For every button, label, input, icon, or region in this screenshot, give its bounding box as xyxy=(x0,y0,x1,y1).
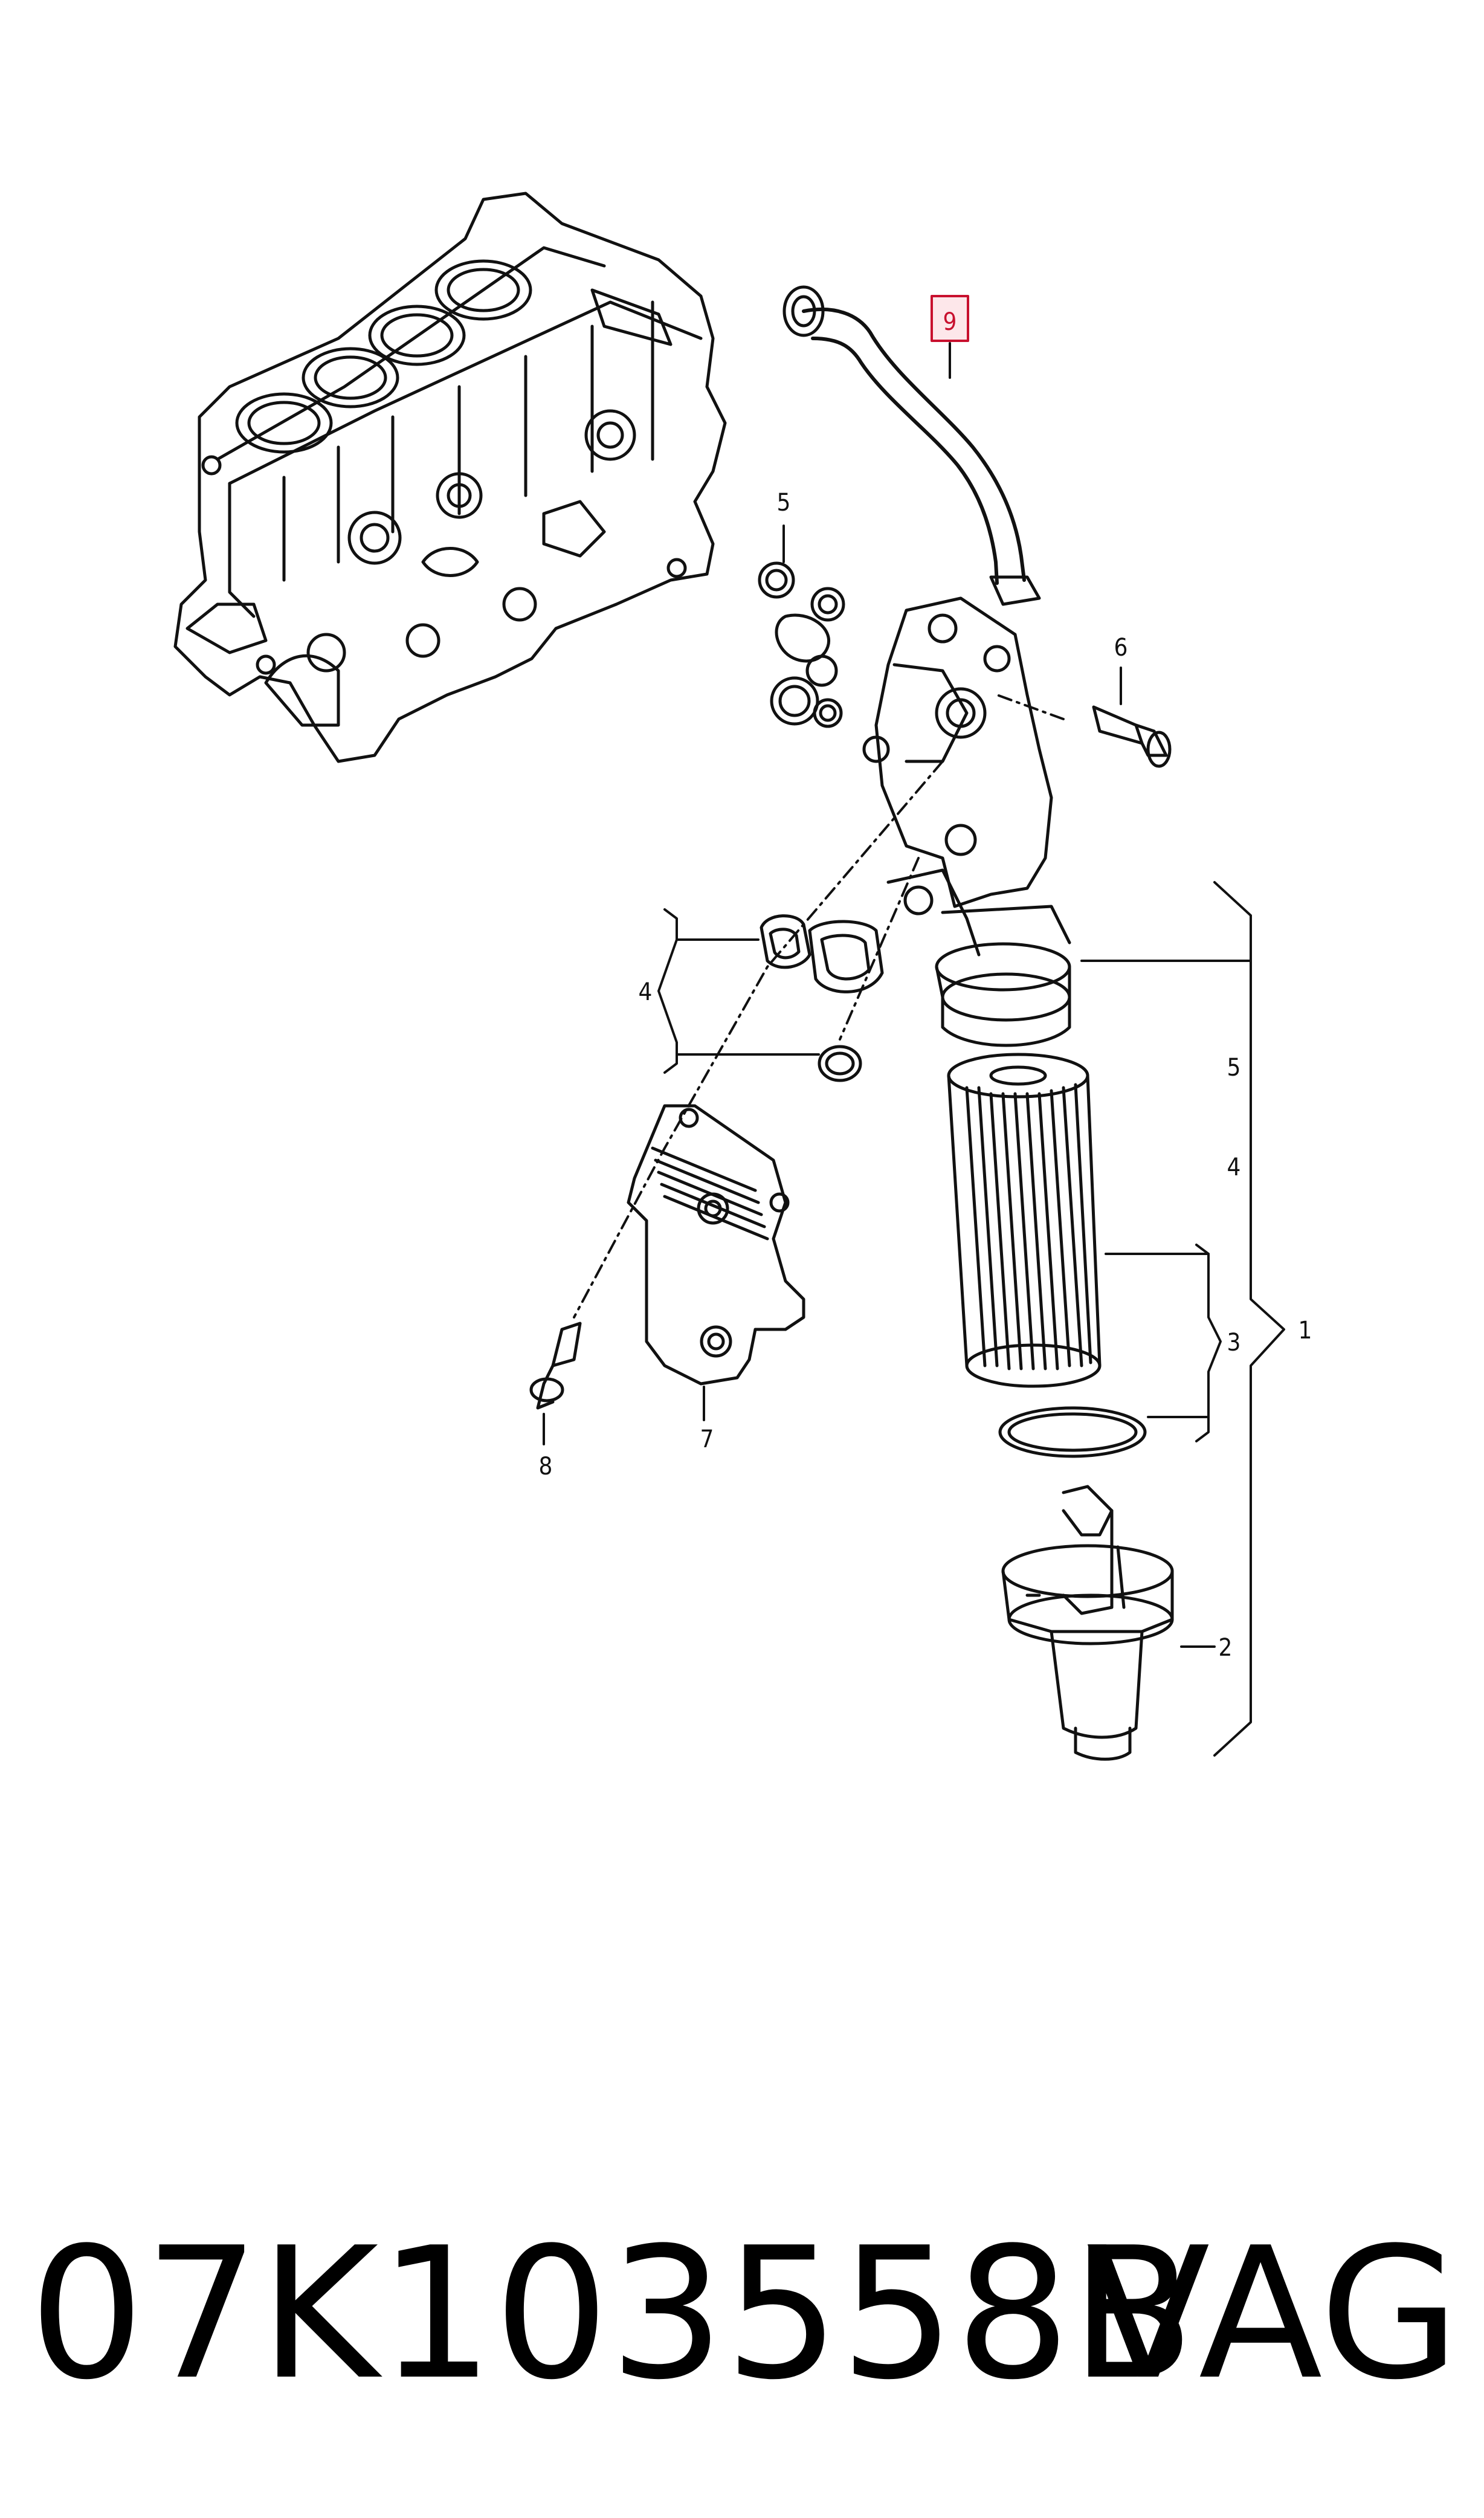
engine-block-drawing xyxy=(173,192,727,763)
callout-6: 6 xyxy=(1114,634,1128,662)
callout-5-top: 5 xyxy=(777,489,791,517)
callout-4-left: 4 xyxy=(639,978,653,1006)
breather-hose-drawing xyxy=(782,285,1041,606)
callout-7: 7 xyxy=(700,1425,714,1453)
callout-2: 2 xyxy=(1219,1634,1233,1662)
seal-rings-drawing xyxy=(758,561,845,728)
part-number: 07K103558B xyxy=(29,2209,1195,2420)
callout-3: 3 xyxy=(1227,1329,1241,1357)
footer: 07K103558B VAG xyxy=(0,2187,1484,2441)
parts-diagram: 9 5 6 4 5 4 3 1 2 7 8 xyxy=(173,192,1312,1761)
callout-5-right: 5 xyxy=(1227,1054,1241,1082)
gasket-set-drawing xyxy=(760,914,884,1082)
bolt-top-drawing xyxy=(1092,705,1172,768)
filter-element-drawing xyxy=(947,1053,1102,1388)
callout-9: 9 xyxy=(943,308,957,336)
highlight-box xyxy=(931,295,969,342)
filter-housing-drawing xyxy=(1001,1485,1174,1761)
oil-cooler-drawing xyxy=(627,1104,805,1386)
callout-1: 1 xyxy=(1298,1317,1312,1345)
callout-4-right: 4 xyxy=(1227,1154,1241,1181)
leader-lines xyxy=(543,342,1285,1757)
o-ring-drawing xyxy=(998,1406,1147,1458)
brand-name: VAG xyxy=(1086,2209,1460,2420)
callout-8: 8 xyxy=(539,1453,553,1480)
oil-filter-bracket-drawing xyxy=(862,596,1071,1047)
bolt-bottom-drawing xyxy=(529,1322,582,1410)
